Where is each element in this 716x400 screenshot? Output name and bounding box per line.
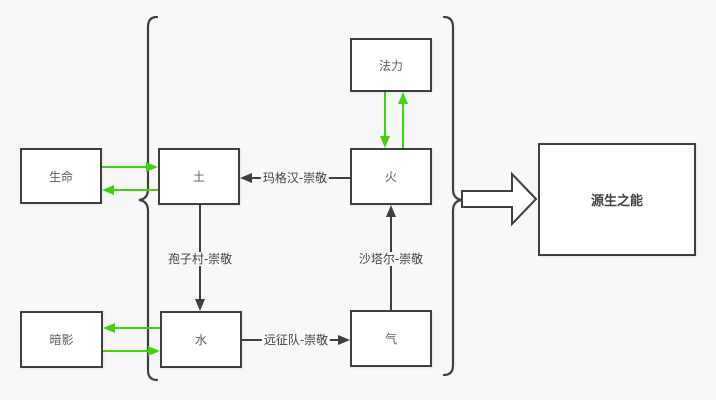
edge-label-sporeggar-revered: 孢子村-崇敬 — [165, 252, 235, 266]
node-air: 气 — [350, 310, 432, 367]
left-brace — [138, 15, 159, 382]
edge-mana-to-fire — [380, 92, 390, 148]
node-mana: 法力 — [350, 38, 432, 92]
edge-life-to-earth — [102, 162, 158, 172]
big-result-arrow — [461, 171, 538, 227]
edge-label-maghar-revered: 玛格汉-崇敬 — [260, 171, 330, 185]
edge-label-shatar-revered: 沙塔尔-崇敬 — [356, 252, 426, 266]
right-brace — [442, 15, 463, 377]
node-fire: 火 — [350, 148, 432, 205]
edge-label-expedition-revered: 远征队-崇敬 — [261, 333, 331, 347]
node-water: 水 — [160, 311, 242, 368]
edge-water-to-shadow — [103, 323, 160, 333]
edge-earth-to-life — [102, 185, 158, 195]
node-shadow: 暗影 — [20, 311, 103, 368]
edge-fire-to-mana — [398, 92, 408, 148]
node-life: 生命 — [20, 148, 102, 204]
node-earth: 土 — [158, 148, 240, 205]
node-primal-might: 源生之能 — [538, 143, 696, 256]
edge-shadow-to-water — [103, 346, 160, 356]
